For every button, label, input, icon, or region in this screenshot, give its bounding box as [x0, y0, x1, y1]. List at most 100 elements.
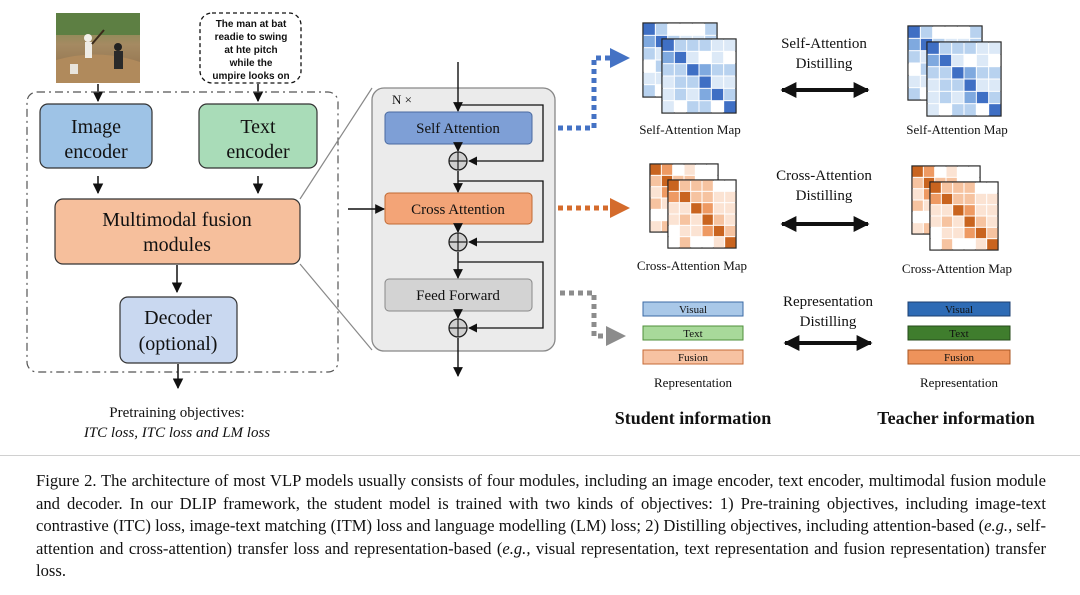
attention-cell	[927, 54, 939, 67]
caption-eg: e.g.,	[984, 516, 1013, 536]
attention-cell	[699, 51, 711, 64]
attention-cell	[908, 63, 920, 75]
attention-cell	[702, 225, 713, 237]
cross-distill-label: Cross-Attention	[776, 168, 872, 184]
attention-cell	[691, 214, 702, 225]
attention-cell	[643, 48, 655, 60]
student-fusion-bar	[642, 349, 744, 365]
bubble-line: at hte pitch	[224, 45, 277, 56]
attention-cell	[975, 193, 987, 205]
attention-cell	[650, 175, 661, 187]
attention-cell	[702, 191, 713, 203]
attention-cell	[957, 26, 970, 38]
student-visual-bar	[642, 301, 744, 317]
attention-cell	[923, 177, 935, 189]
caption-text: Figure 2. The architecture of most VLP m…	[36, 471, 1046, 536]
bubble-line: umpire looks on	[212, 71, 289, 82]
attention-cell	[923, 200, 935, 211]
decoder-label: (optional)	[139, 333, 218, 355]
attention-cell	[976, 67, 989, 79]
attention-cell	[964, 42, 976, 54]
attention-cell	[964, 205, 975, 216]
student-fusion-label: Fusion	[678, 352, 708, 364]
attention-cell	[687, 101, 699, 113]
attention-cell	[702, 214, 713, 225]
attention-cell	[702, 180, 713, 191]
attention-cell	[699, 76, 711, 88]
attention-map	[926, 41, 1002, 117]
zoom-line	[299, 263, 373, 351]
attention-cell	[674, 51, 687, 64]
attention-cell	[930, 227, 941, 239]
attention-cell	[952, 91, 964, 104]
attention-cell	[674, 39, 687, 51]
attention-cell	[713, 180, 725, 191]
attention-cell	[930, 193, 941, 205]
attention-cell	[725, 225, 736, 237]
fusion-label: modules	[143, 234, 211, 256]
attention-cell	[964, 182, 975, 193]
attention-cell	[643, 35, 655, 48]
attention-cell	[952, 79, 964, 91]
rep-distill-label: Representation	[783, 294, 873, 310]
attention-cell	[655, 23, 668, 35]
attention-cell	[946, 166, 957, 177]
text-encoder-label: encoder	[226, 141, 290, 163]
attention-cell	[687, 39, 699, 51]
attention-cell	[969, 166, 980, 177]
attention-cell	[713, 191, 725, 203]
attention-cell	[975, 227, 987, 239]
attention-cell	[650, 198, 661, 209]
attention-cell	[650, 164, 661, 175]
attention-cell	[662, 101, 674, 113]
representation-distill-arrow	[560, 290, 626, 346]
figure-caption: Figure 2. The architecture of most VLP m…	[36, 470, 1046, 583]
attention-cell	[661, 175, 673, 187]
attention-cell	[908, 75, 920, 88]
attention-cell	[674, 64, 687, 76]
caption-eg: e.g.,	[502, 538, 531, 558]
attention-cell	[908, 88, 920, 100]
attention-cell	[702, 237, 713, 248]
attention-cell	[650, 187, 661, 198]
caption-text: self-attention and cross-attention) tran…	[36, 516, 1046, 558]
attention-cell	[964, 67, 976, 79]
image-encoder-label: encoder	[64, 141, 128, 163]
attention-cell	[679, 180, 691, 191]
objectives-title: Pretraining objectives:	[109, 405, 244, 421]
bubble-line: readie to swing	[215, 32, 288, 43]
attention-cell	[724, 64, 736, 76]
attention-cell	[691, 180, 702, 191]
attention-cell	[987, 239, 998, 250]
attention-cell	[711, 39, 724, 51]
attention-cell	[724, 51, 736, 64]
attention-cell	[724, 88, 736, 101]
attention-cell	[957, 166, 969, 177]
cross-attention-label: Cross Attention	[411, 202, 505, 218]
attention-cell	[711, 76, 724, 88]
attention-cell	[975, 205, 987, 216]
attention-map	[661, 38, 737, 114]
teacher-information-title: Teacher information	[877, 408, 1035, 428]
attention-cell	[923, 166, 935, 177]
fusion-label: Multimodal fusion	[102, 209, 251, 231]
attention-cell	[668, 214, 679, 225]
attention-cell	[724, 101, 736, 113]
decoder-box	[119, 296, 238, 364]
caption-bubble	[199, 12, 302, 84]
attention-map	[667, 179, 737, 249]
attention-cell	[643, 60, 655, 72]
attention-cell	[687, 76, 699, 88]
student-text-label: Text	[683, 328, 702, 340]
attention-cell	[964, 54, 976, 67]
attention-cell	[952, 42, 964, 54]
attention-cell	[908, 51, 920, 63]
attention-cell	[964, 91, 976, 104]
attention-cell	[643, 72, 655, 85]
attention-cell	[668, 225, 679, 237]
attention-cell	[989, 42, 1001, 54]
attention-cell	[725, 203, 736, 214]
attention-cell	[707, 164, 718, 175]
attention-cell	[912, 177, 923, 189]
attention-cell	[711, 64, 724, 76]
